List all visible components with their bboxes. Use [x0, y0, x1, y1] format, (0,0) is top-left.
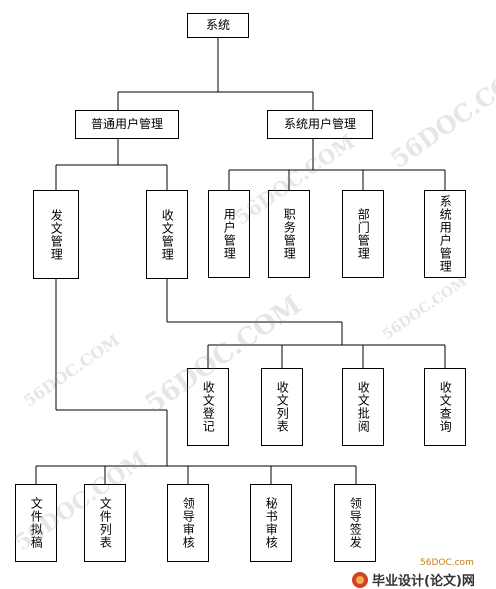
receive-doc-mgmt-label: 收文管理 — [160, 208, 175, 261]
normal-user-mgmt-node: 普通用户管理 — [75, 110, 179, 139]
footer-brand-label: 毕业设计(论文)网 — [372, 574, 475, 589]
secretary-review-node: 秘书审核 — [250, 484, 292, 562]
secretary-review-label: 秘书审核 — [264, 497, 279, 549]
receive-register-node: 收文登记 — [187, 368, 229, 446]
send-doc-mgmt-node: 发文管理 — [33, 190, 79, 279]
receive-query-label: 收文查询 — [438, 381, 453, 433]
dept-mgmt-label: 部门管理 — [356, 208, 371, 260]
leader-review-node: 领导审核 — [167, 484, 209, 562]
doc-draft-label: 文件拟稿 — [29, 497, 44, 549]
dept-mgmt-node: 部门管理 — [342, 190, 384, 278]
receive-list-node: 收文列表 — [261, 368, 303, 446]
footer-site-url: 56DOC.com — [420, 558, 474, 568]
duty-mgmt-node: 职务管理 — [268, 190, 310, 278]
leader-review-label: 领导审核 — [181, 497, 196, 549]
doc-list-node: 文件列表 — [84, 484, 126, 562]
doc-list-label: 文件列表 — [98, 497, 113, 549]
system-user-sub-label: 系统用户管理 — [438, 195, 453, 273]
system-user-mgmt-label: 系统用户管理 — [283, 117, 356, 132]
system-user-mgmt-node: 系统用户管理 — [267, 110, 373, 139]
receive-doc-mgmt-node: 收文管理 — [146, 190, 188, 279]
leader-sign-node: 领导签发 — [334, 484, 376, 562]
receive-approve-node: 收文批阅 — [342, 368, 384, 446]
send-doc-mgmt-label: 发文管理 — [49, 208, 64, 261]
footer-brand: 毕业设计(论文)网 — [352, 570, 475, 589]
root-node: 系统 — [187, 13, 249, 38]
normal-user-mgmt-label: 普通用户管理 — [90, 117, 163, 132]
leader-sign-label: 领导签发 — [348, 497, 363, 549]
receive-approve-label: 收文批阅 — [356, 381, 371, 433]
root-label: 系统 — [205, 18, 230, 33]
receive-list-label: 收文列表 — [275, 381, 290, 433]
receive-query-node: 收文查询 — [424, 368, 466, 446]
system-user-sub-node: 系统用户管理 — [424, 190, 466, 278]
duty-mgmt-label: 职务管理 — [282, 208, 297, 260]
receive-register-label: 收文登记 — [201, 381, 216, 433]
user-mgmt-label: 用户管理 — [222, 208, 237, 260]
doc-draft-node: 文件拟稿 — [15, 484, 57, 562]
user-mgmt-node: 用户管理 — [208, 190, 250, 278]
site-logo-icon — [352, 571, 368, 588]
